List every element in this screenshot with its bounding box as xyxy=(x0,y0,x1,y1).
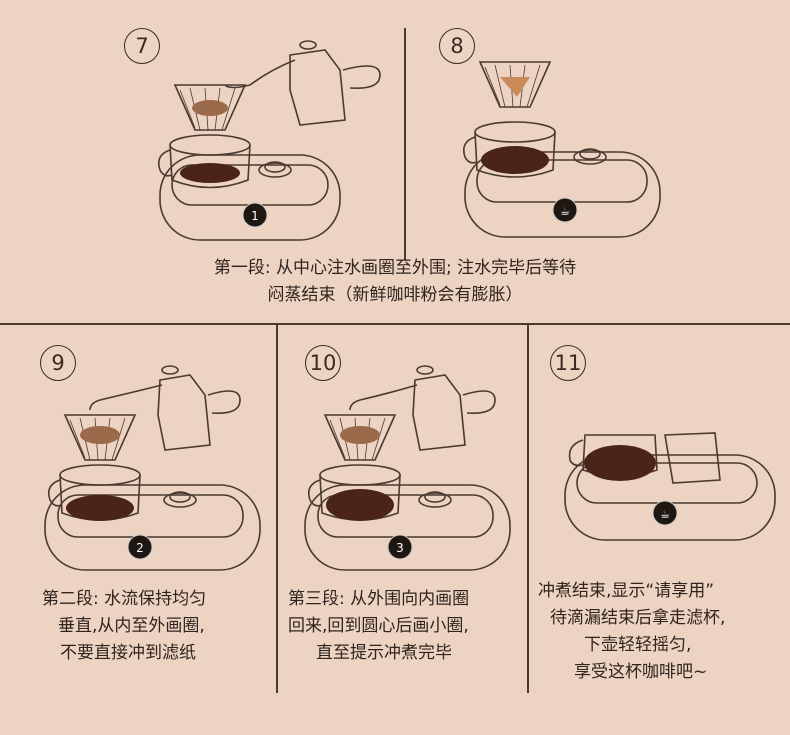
caption-top-line-2: 闷蒸结束（新鲜咖啡粉会有膨胀） xyxy=(267,285,523,305)
step9-badge: 2 xyxy=(136,541,144,555)
step10-badge: 3 xyxy=(396,541,404,555)
step-number-11: 11 xyxy=(550,345,586,381)
step-number-8: 8 xyxy=(439,28,475,64)
step-number-10: 10 xyxy=(305,345,341,381)
divider-bottom-left xyxy=(276,323,278,693)
step8-badge: ☕ xyxy=(560,205,570,218)
caption-step10-line-2: 回来,回到圆心后画小圈, xyxy=(288,616,469,636)
caption-step-11: 冲煮结束,显示“请享用” 待滴漏结束后拿走滤杯, 下壶轻轻摇匀, 享受这杯咖啡吧… xyxy=(538,578,784,686)
divider-horizontal xyxy=(0,323,790,325)
caption-step11-line-1: 冲煮结束,显示“请享用” xyxy=(538,581,715,601)
illustration-step-9: 2 xyxy=(44,365,261,571)
caption-step-10: 第三段: 从外围向内画圈 回来,回到圆心后画小圈, 直至提示冲煮完毕 xyxy=(288,586,524,667)
step11-badge: ☕ xyxy=(660,508,670,521)
caption-step9-line-1: 第二段: 水流保持均匀 xyxy=(42,589,207,609)
caption-top-line-1: 第一段: 从中心注水画圈至外围; 注水完毕后等待 xyxy=(213,258,577,278)
caption-step11-line-3: 下壶轻轻摇匀, xyxy=(584,635,692,655)
caption-step10-line-1: 第三段: 从外围向内画圈 xyxy=(288,589,470,609)
step7-badge: 1 xyxy=(251,209,259,223)
illustration-step-8: ☕ xyxy=(462,61,661,238)
divider-top-vertical xyxy=(404,28,406,260)
step-number-9: 9 xyxy=(40,345,76,381)
caption-step9-line-3: 不要直接冲到滤纸 xyxy=(60,643,196,663)
caption-step11-line-4: 享受这杯咖啡吧~ xyxy=(574,662,708,682)
caption-step9-line-2: 垂直,从内至外画圈, xyxy=(58,616,205,636)
caption-top: 第一段: 从中心注水画圈至外围; 注水完毕后等待 闷蒸结束（新鲜咖啡粉会有膨胀） xyxy=(95,255,695,309)
illustration-step-10: 3 xyxy=(304,365,511,571)
illustration-step-11: ☕ xyxy=(564,432,776,541)
divider-bottom-right xyxy=(527,323,529,693)
caption-step-9: 第二段: 水流保持均匀 垂直,从内至外画圈, 不要直接冲到滤纸 xyxy=(42,586,272,667)
step-number-7: 7 xyxy=(124,28,160,64)
illustration-step-7: 1 xyxy=(157,40,381,241)
caption-step10-line-3: 直至提示冲煮完毕 xyxy=(316,643,452,663)
caption-step11-line-2: 待滴漏结束后拿走滤杯, xyxy=(550,608,726,628)
